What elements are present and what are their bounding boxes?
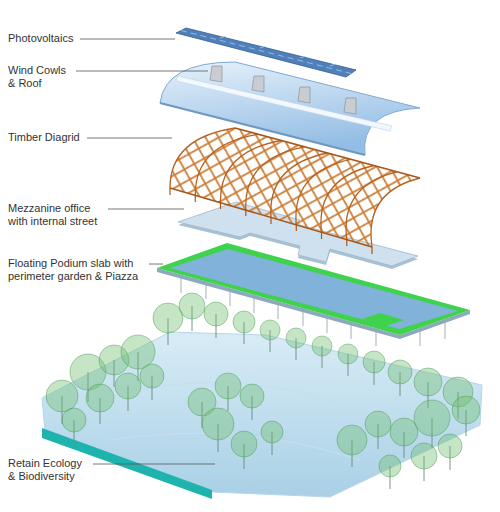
leader-line [80,39,175,40]
diagrid-ribs [170,128,420,247]
tree [337,425,367,455]
tree [414,400,450,436]
tree [179,293,205,319]
tree [86,384,114,412]
roof [160,62,420,155]
wind-cowl [210,66,222,82]
photovoltaics [176,28,356,77]
diagrid-legs [170,188,372,254]
tree [62,408,86,432]
layer-label: Photovoltaics [8,32,73,45]
pv-array [176,28,356,77]
tree [411,443,437,469]
tree [286,328,306,348]
tree [390,418,418,446]
tree [365,411,391,437]
tree [202,408,234,440]
leader-line [149,264,163,265]
tree [363,351,385,373]
roof-shell [160,62,420,155]
diagrid-edges [170,128,420,247]
tree [388,360,412,384]
tree [231,431,257,457]
tree [338,344,358,364]
tree [233,311,255,333]
pv-cells [181,31,351,74]
wind-cowl [344,98,356,114]
layer-label: Floating Podium slab with perimeter gard… [8,257,144,283]
tree [153,303,183,333]
tree [414,368,442,396]
terrain [42,332,482,497]
tree [240,384,264,408]
tree [260,320,280,340]
tree [312,336,332,356]
wind-cowl [252,76,264,92]
layer-label: Timber Diagrid [8,131,80,144]
diagrid-lattice [170,128,420,247]
wind-cowl [298,87,310,103]
tree [204,302,228,326]
tree [261,421,283,443]
leader-line [108,209,184,210]
leader-line [93,464,215,465]
timber-diagrid [170,128,420,254]
leader-line [87,138,172,139]
landscape [42,332,482,499]
tree [215,373,241,399]
tree [115,373,141,399]
tree [452,396,480,424]
tree [46,380,78,412]
roof-eave [160,103,365,155]
layer-label: Mezzanine office with internal street [8,202,103,228]
roof-skylight [176,76,392,131]
layer-label: Retain Ecology & Biodiversity [8,457,88,483]
piazza [362,313,404,326]
leader-lines [76,39,215,464]
layer-label: Wind Cowls & Roof [8,64,70,90]
tree [379,455,401,477]
leader-line [76,71,208,72]
tree [140,364,164,388]
tree [438,434,462,458]
